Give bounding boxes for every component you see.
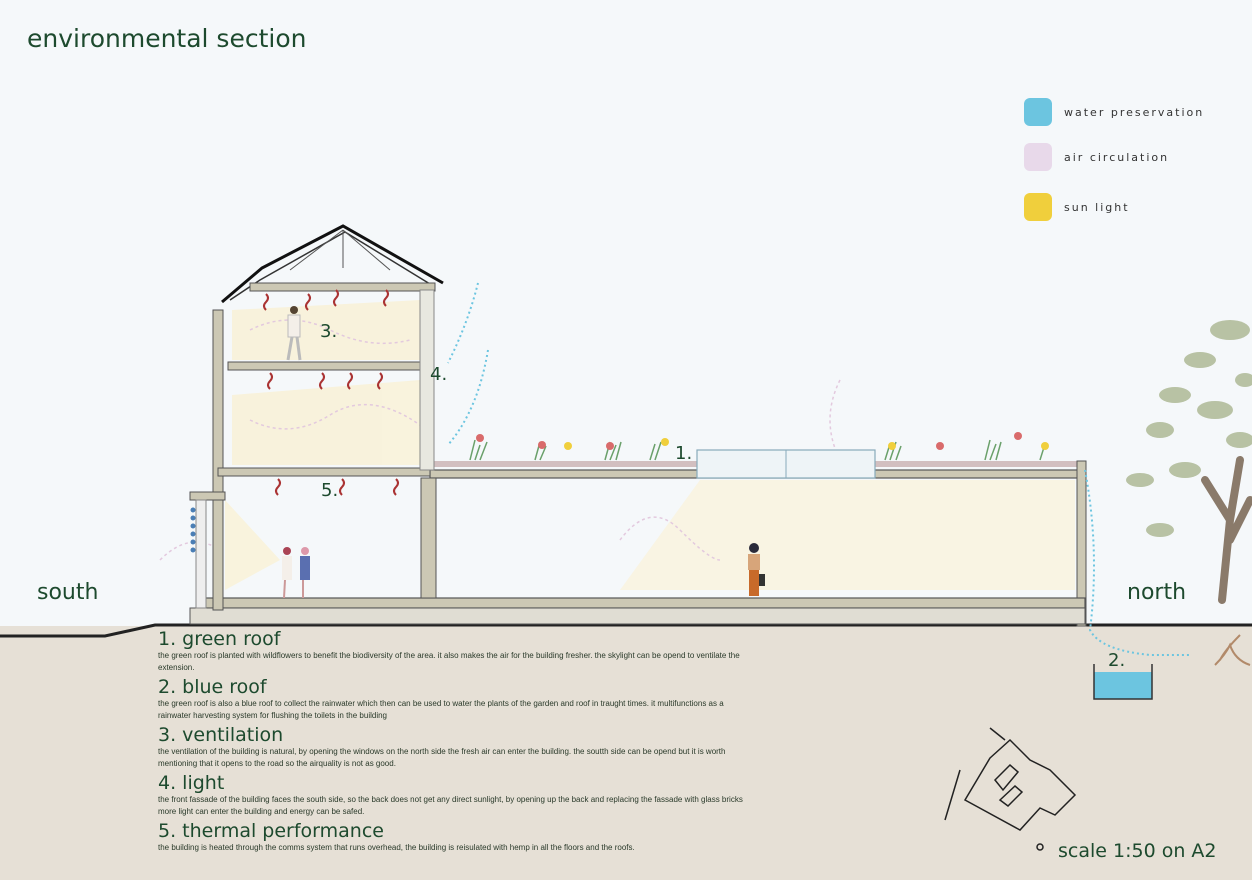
- note-heading: 4. light: [158, 772, 225, 794]
- note-item: 2. blue roof the green roof is also a bl…: [158, 676, 743, 722]
- marker-1: 1.: [675, 443, 692, 464]
- main-building: [189, 224, 444, 611]
- note-item: 1. green roof the green roof is planted …: [158, 628, 743, 674]
- note-item: 4. light the front fassade of the buildi…: [158, 772, 743, 818]
- tree: [1126, 320, 1252, 604]
- legend-swatch-air: [1024, 143, 1052, 171]
- note-heading: 5. thermal performance: [158, 820, 384, 842]
- tree-roots: [1214, 634, 1251, 666]
- legend-item-air: air circulation: [1024, 142, 1169, 172]
- note-text: the green roof is planted with wildflowe…: [158, 651, 740, 672]
- marker-2: 2.: [1108, 650, 1125, 671]
- note-text: the ventilation of the building is natur…: [158, 747, 726, 768]
- note-text: the building is heated through the comms…: [158, 843, 635, 852]
- marker-4: 4.: [430, 364, 447, 385]
- scale-label: scale 1:50 on A2: [1058, 840, 1217, 862]
- legend-swatch-sun: [1024, 193, 1052, 221]
- direction-north: north: [1127, 580, 1187, 605]
- glass-bricks: [190, 507, 196, 553]
- legend-item-water: water preservation: [1024, 97, 1204, 127]
- sunlight-zones: [225, 300, 1075, 590]
- note-heading: 3. ventilation: [158, 724, 284, 746]
- note-heading: 1. green roof: [158, 628, 281, 650]
- water-flow: [447, 282, 1190, 656]
- legend-label-sun: sun light: [1064, 200, 1130, 214]
- marker-5: 5.: [321, 480, 338, 501]
- legend-item-sun: sun light: [1024, 192, 1130, 222]
- legend-label-water: water preservation: [1064, 105, 1205, 119]
- ground-area: [0, 626, 1252, 880]
- people-figures: [282, 306, 765, 599]
- note-text: the green roof is also a blue roof to co…: [158, 699, 724, 720]
- rainwater-tank: [1093, 664, 1153, 700]
- extension-building: [189, 449, 1087, 627]
- legend-label-air: air circulation: [1064, 150, 1170, 164]
- marker-3: 3.: [320, 321, 337, 342]
- green-roof-plants: [469, 439, 1046, 461]
- note-heading: 2. blue roof: [158, 676, 267, 698]
- site-plan: [944, 727, 1077, 851]
- heating-symbols: [263, 289, 399, 496]
- note-item: 5. thermal performance the building is h…: [158, 820, 743, 854]
- green-roof-flowers: [476, 432, 1049, 450]
- direction-south: south: [37, 580, 99, 605]
- legend-swatch-water: [1024, 98, 1052, 126]
- notes-list: 1. green roof the green roof is planted …: [158, 628, 743, 856]
- page-title: environmental section: [27, 24, 307, 53]
- note-text: the front fassade of the building faces …: [158, 795, 743, 816]
- note-item: 3. ventilation the ventilation of the bu…: [158, 724, 743, 770]
